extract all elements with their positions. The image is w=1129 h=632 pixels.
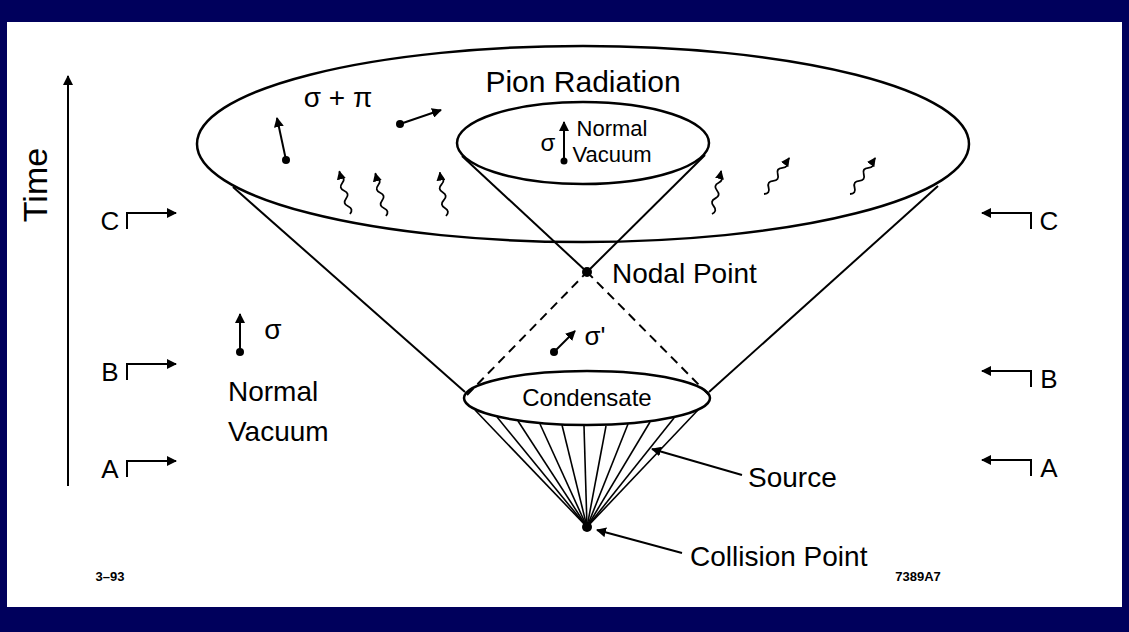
region-title: Pion Radiation bbox=[485, 65, 680, 100]
leader-arrow bbox=[652, 449, 742, 475]
drawing-part bbox=[68, 76, 1031, 553]
field-arrow bbox=[554, 331, 575, 352]
drawing-part bbox=[561, 158, 568, 165]
drawing-part bbox=[437, 172, 448, 216]
white-panel bbox=[7, 22, 1122, 607]
drawing-part bbox=[236, 348, 244, 356]
region-title: Normal Vacuum bbox=[557, 116, 667, 168]
drawing-part bbox=[587, 418, 674, 527]
field-label: σ' bbox=[584, 322, 605, 352]
cone-line bbox=[462, 156, 587, 272]
drawing-part bbox=[497, 417, 587, 527]
callout-label: Source bbox=[748, 462, 837, 494]
figure-code: 3–93 bbox=[96, 570, 125, 585]
cone-line bbox=[587, 155, 705, 272]
ellipse-outline bbox=[197, 46, 969, 242]
stage-letter: B bbox=[101, 358, 118, 388]
drawing-part bbox=[550, 348, 558, 356]
field-arrow bbox=[277, 118, 286, 160]
field-label: σ bbox=[264, 314, 281, 346]
drawing-part bbox=[762, 157, 791, 196]
field-arrow bbox=[239, 314, 241, 352]
ellipse-outline bbox=[464, 371, 710, 425]
condensate-ellipse: Condensate bbox=[463, 370, 711, 426]
drawing-part bbox=[127, 213, 176, 229]
drawing-part bbox=[396, 120, 404, 128]
drawing-part bbox=[848, 157, 877, 196]
drawing-part bbox=[518, 421, 587, 527]
drawing-part bbox=[562, 425, 587, 527]
stage-letter: B bbox=[1040, 365, 1057, 395]
field-label: σ + π bbox=[304, 82, 373, 114]
drawing-part bbox=[127, 364, 176, 380]
stage-letter: C bbox=[1040, 207, 1059, 237]
drawing-part bbox=[582, 522, 592, 532]
region-title: Condensate bbox=[522, 384, 651, 412]
axis-label: Time bbox=[16, 148, 55, 222]
drawing-part bbox=[982, 213, 1031, 229]
drawing-part bbox=[587, 410, 698, 527]
drawing-part bbox=[982, 371, 1031, 387]
drawing-part bbox=[584, 426, 587, 527]
drawing-part bbox=[127, 461, 176, 477]
stage-letter: A bbox=[101, 455, 118, 485]
field-arrow bbox=[563, 122, 565, 161]
dashed-cone-line bbox=[467, 272, 587, 395]
region-label: Normal Vacuum bbox=[228, 372, 378, 452]
vacuum-ellipse: σNormal Vacuum bbox=[456, 101, 710, 185]
time-bracket bbox=[127, 213, 1031, 477]
field-symbol: σ bbox=[541, 129, 556, 157]
leader-arrow bbox=[597, 530, 682, 553]
drawing-part bbox=[982, 460, 1031, 476]
callout-label: Collision Point bbox=[690, 541, 867, 573]
drawing-part bbox=[540, 424, 587, 527]
stage-letter: C bbox=[101, 207, 120, 237]
ellipse-outline bbox=[457, 102, 709, 184]
stage-letter: A bbox=[1040, 454, 1057, 484]
drawing-part bbox=[587, 422, 650, 527]
drawing-part bbox=[373, 173, 388, 217]
drawing-part bbox=[710, 170, 724, 214]
cone-line bbox=[709, 186, 938, 392]
radiation-ellipse: Pion RadiationσNormal Vacuum bbox=[196, 45, 970, 243]
cone-line bbox=[233, 187, 465, 392]
drawing-part bbox=[475, 410, 587, 527]
time-axis bbox=[67, 76, 69, 486]
field-arrow bbox=[400, 110, 441, 124]
drawing-part bbox=[582, 267, 592, 277]
drawing-part bbox=[337, 171, 352, 215]
drawing-part bbox=[587, 424, 628, 527]
source-fan bbox=[475, 410, 698, 527]
drawing-part bbox=[282, 156, 290, 164]
figure-code: 7389A7 bbox=[895, 570, 941, 585]
point-label: Nodal Point bbox=[612, 258, 757, 290]
